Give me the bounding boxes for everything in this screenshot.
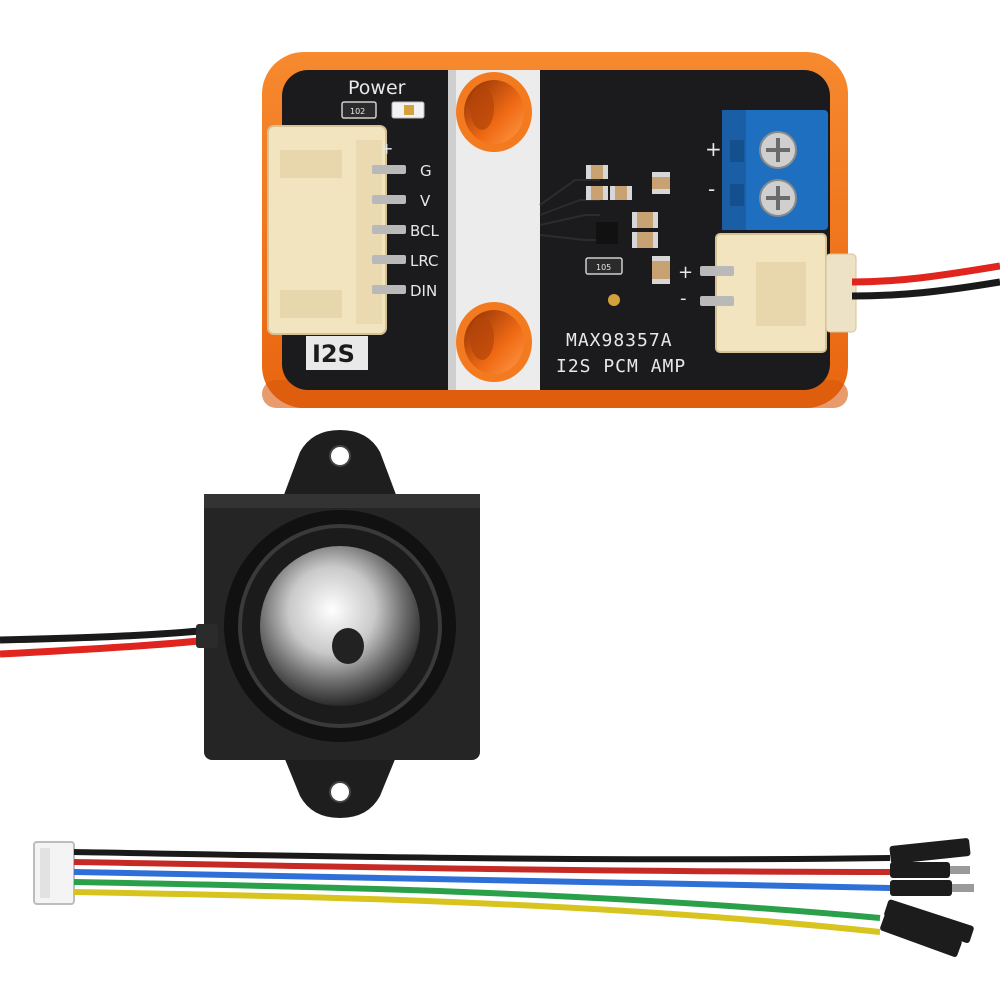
pin-label-v: V	[420, 192, 431, 210]
chip-label: MAX98357A	[566, 330, 673, 351]
pin-label-din: DIN	[410, 282, 437, 300]
connector-pins	[372, 165, 406, 294]
mounting-hole-top	[456, 72, 532, 152]
amplifier-chip	[596, 222, 618, 244]
i2s-badge-label: I2S	[312, 340, 355, 368]
wire-black-speaker	[0, 626, 211, 644]
resistor	[341, 101, 377, 119]
i2s-badge	[306, 336, 368, 370]
speaker-cone	[260, 546, 420, 706]
wire-green	[73, 879, 881, 921]
mounting-hole-bottom	[456, 302, 532, 382]
terminal-plus: +	[705, 137, 722, 161]
power-label: Power	[348, 77, 406, 99]
resistor-code-2: 105	[596, 263, 611, 272]
wire-red	[73, 859, 891, 875]
amplifier-module: Power 102 + G V BCL LRC DIN I2S	[262, 52, 1000, 408]
wire-black-board	[851, 278, 1000, 300]
pin-label-bcl: BCL	[410, 222, 440, 240]
speaker-plus: +	[678, 262, 693, 283]
speaker-minus: -	[680, 288, 687, 309]
wire-black	[73, 849, 891, 863]
resistor-code: 102	[350, 107, 365, 116]
product-label: I2S PCM AMP	[556, 356, 686, 377]
jumper-cable	[33, 838, 974, 957]
speaker-connector	[700, 233, 857, 353]
wire-blue	[73, 869, 891, 891]
wire-red-speaker	[0, 636, 211, 658]
terminal-minus: -	[708, 177, 715, 201]
speaker	[0, 430, 480, 818]
i2s-connector	[267, 125, 387, 335]
dupont-connectors	[880, 838, 974, 957]
pcb	[282, 70, 830, 390]
wire-yellow	[73, 889, 881, 935]
wire-red-board	[851, 262, 1000, 286]
smd-components: 105	[585, 165, 670, 306]
pin-label-lrc: LRC	[410, 252, 439, 270]
screw-terminal-block	[722, 110, 828, 230]
pin-label-g: G	[420, 162, 432, 180]
svg-text:+: +	[380, 139, 393, 158]
